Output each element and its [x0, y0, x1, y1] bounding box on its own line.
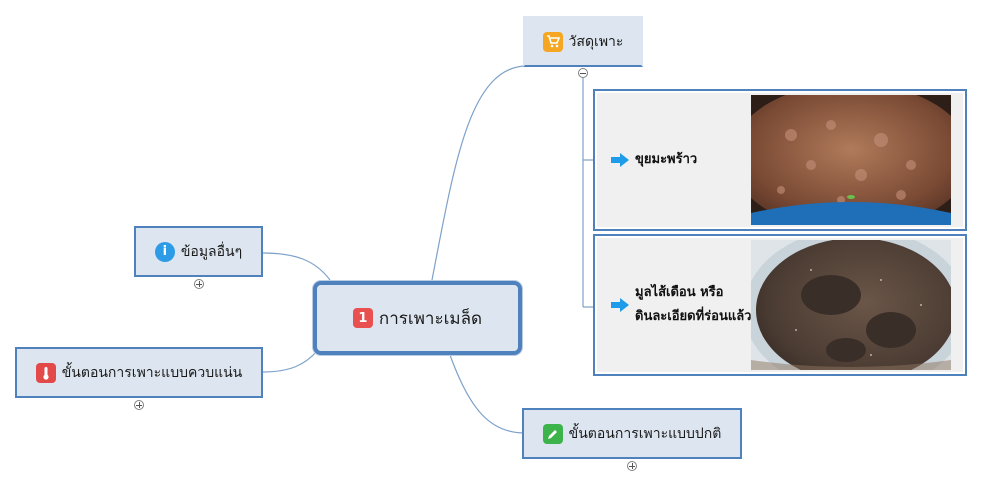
material-card-worm-castings[interactable]: มูลไส้เดือน หรือ ดินละเอียดที่ร่อนแล้ว [593, 234, 967, 376]
material-label: ขุยมะพร้าว [635, 152, 698, 167]
topic-other-info-label: ข้อมูลอื่นๆ [180, 243, 243, 260]
cart-icon [542, 31, 563, 52]
material-label-line1: มูลไส้เดือน หรือ [635, 285, 724, 300]
central-topic-label: การเพาะเมล็ด [378, 308, 483, 329]
material-card-text: มูลไส้เดือน หรือ ดินละเอียดที่ร่อนแล้ว [611, 236, 751, 374]
number-badge-icon: 1 [352, 308, 373, 328]
expand-toggle-normal-steps[interactable] [627, 461, 637, 471]
coconut-coir-photo [751, 95, 951, 225]
material-card-text: ขุยมะพร้าว [611, 91, 697, 229]
arrow-right-icon [611, 153, 629, 167]
link-central-materials [431, 65, 525, 281]
topic-normal-steps[interactable]: ขั้นตอนการเพาะแบบปกติ [522, 408, 742, 459]
link-central-dense [261, 349, 319, 373]
link-central-other [261, 252, 331, 281]
collapse-toggle-materials[interactable] [578, 68, 588, 78]
info-icon: i [154, 241, 175, 262]
topic-other-info[interactable]: i ข้อมูลอื่นๆ [134, 226, 263, 277]
expand-toggle-other-info[interactable] [194, 279, 204, 289]
material-label-line2: ดินละเอียดที่ร่อนแล้ว [635, 309, 752, 324]
topic-dense-steps[interactable]: ขั้นตอนการเพาะแบบควบแน่น [15, 347, 263, 398]
link-central-normal [449, 354, 524, 434]
thermometer-icon [35, 362, 56, 383]
expand-toggle-dense-steps[interactable] [134, 400, 144, 410]
topic-dense-steps-label: ขั้นตอนการเพาะแบบควบแน่น [61, 364, 243, 381]
topic-normal-steps-label: ขั้นตอนการเพาะแบบปกติ [568, 425, 722, 442]
central-topic[interactable]: 1 การเพาะเมล็ด [313, 281, 522, 355]
arrow-right-icon [611, 298, 629, 312]
topic-materials-label: วัสดุเพาะ [568, 33, 624, 50]
material-card-coconut-coir[interactable]: ขุยมะพร้าว [593, 89, 967, 231]
pencil-icon [542, 423, 563, 444]
worm-castings-photo [751, 240, 951, 370]
topic-materials[interactable]: วัสดุเพาะ [523, 16, 643, 67]
